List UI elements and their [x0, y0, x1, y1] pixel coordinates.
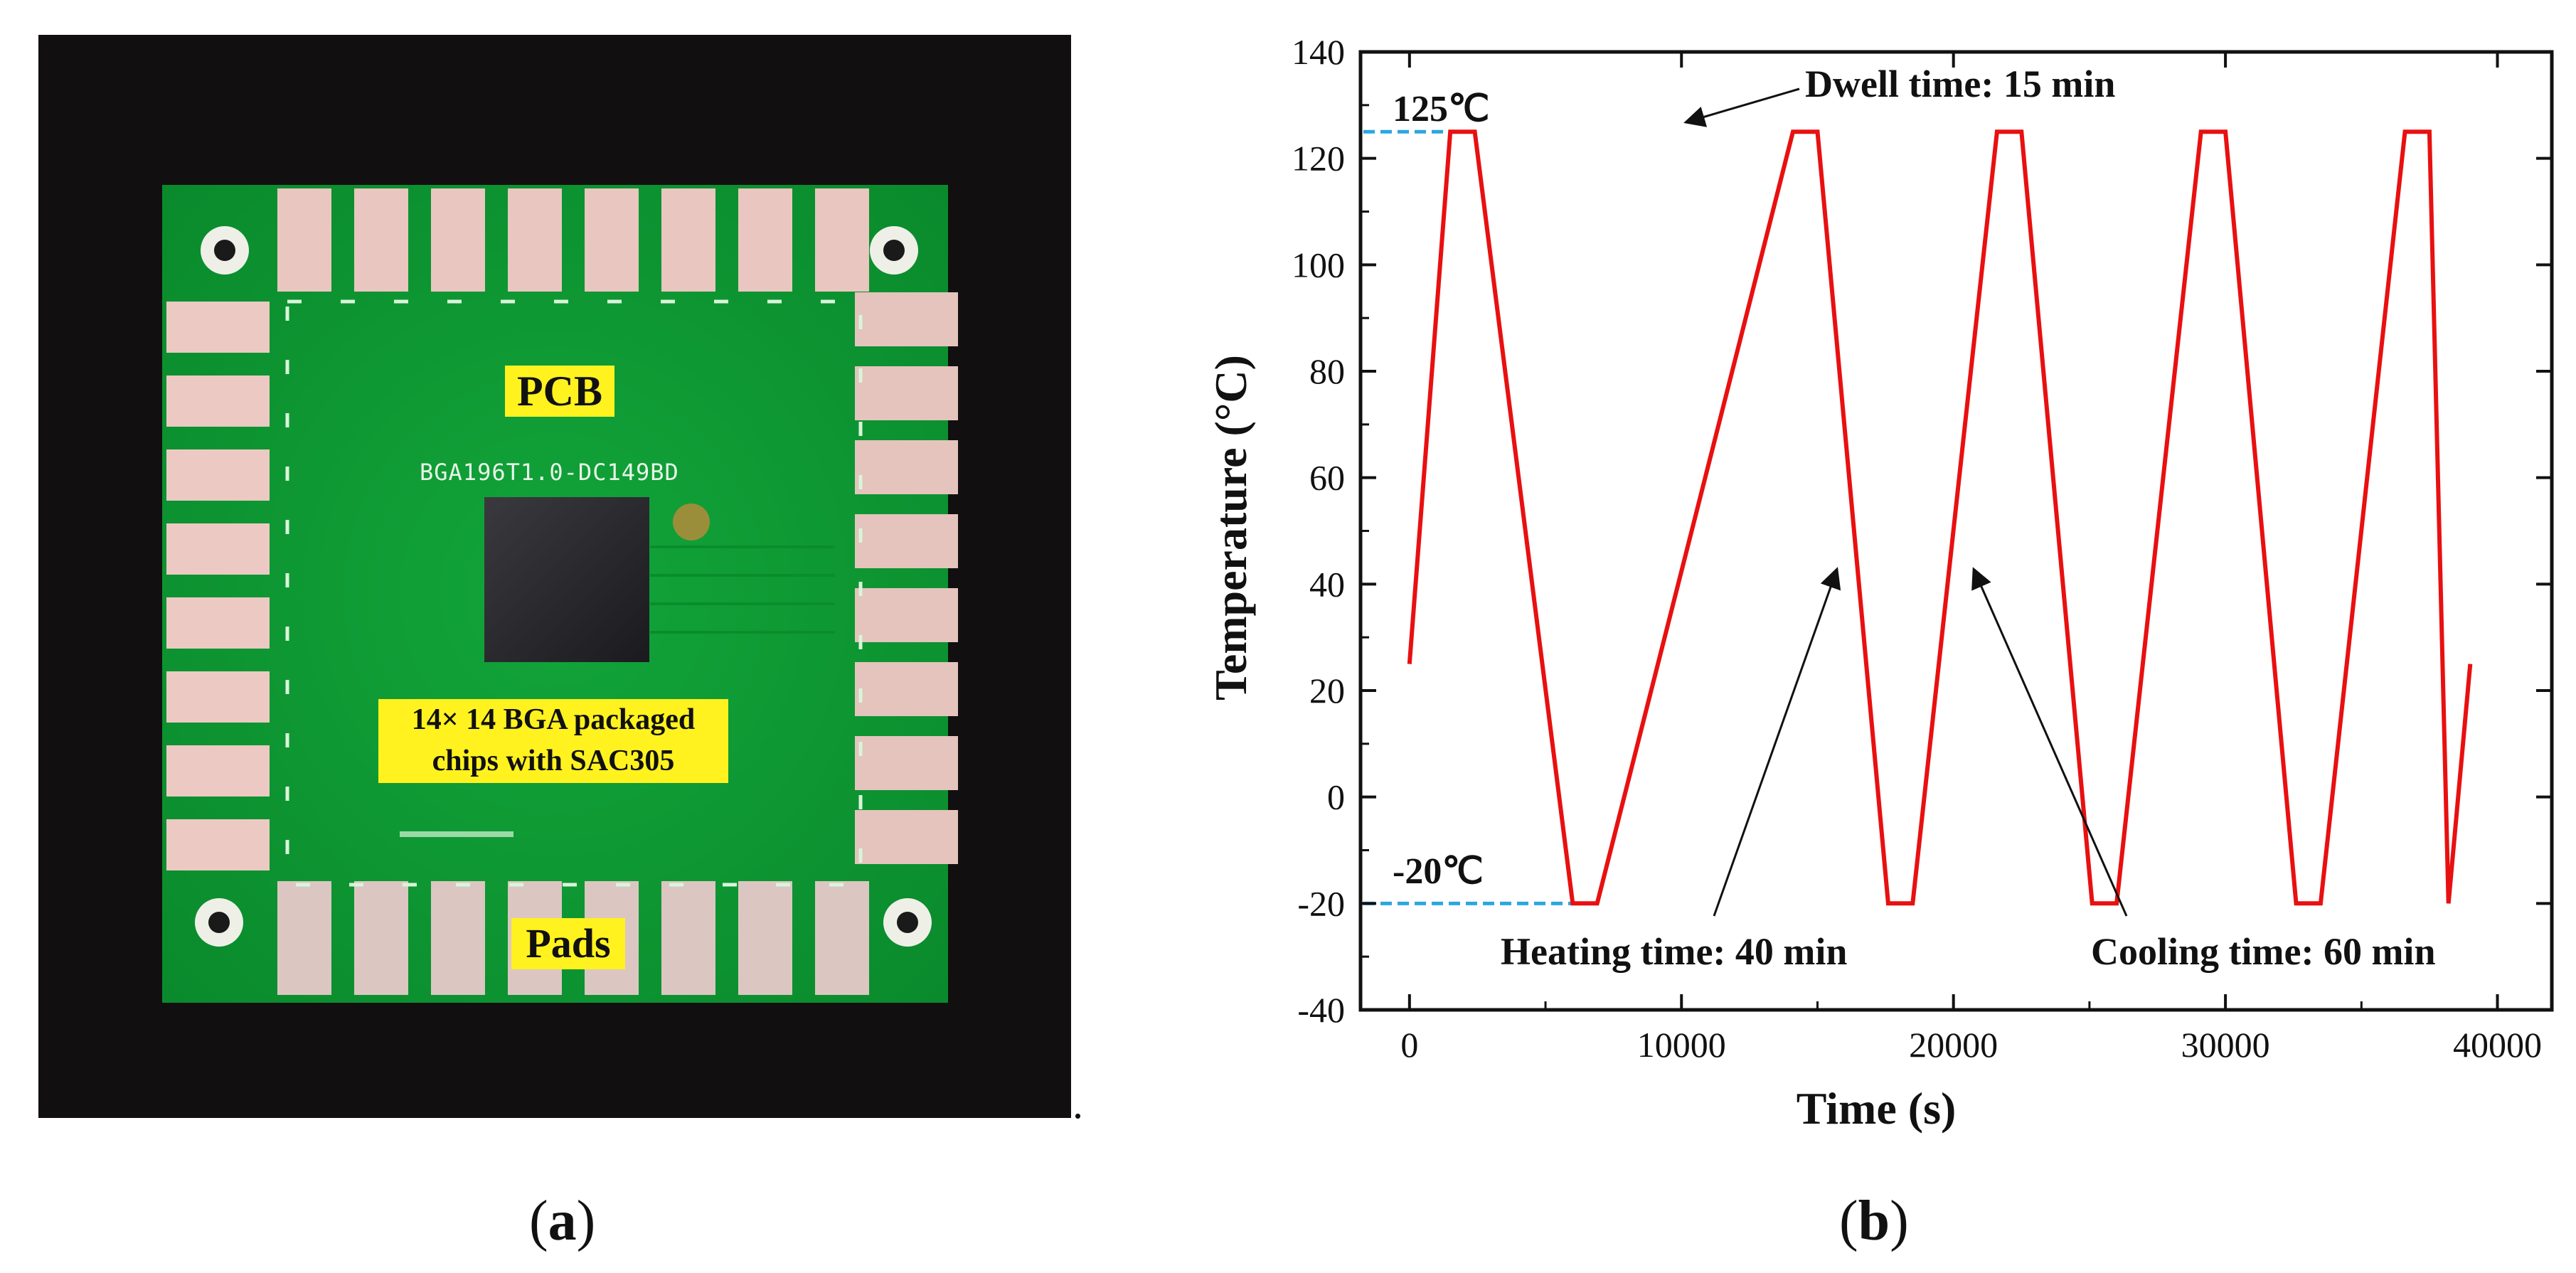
pcb-label: PCB — [505, 366, 614, 417]
annotation-heating-time: Heating time: 40 min — [1501, 930, 1847, 973]
reference-lines — [1363, 129, 1578, 905]
y-tick-label: 40 — [1309, 564, 1345, 604]
pad-left — [166, 745, 270, 797]
pads-top-row — [277, 188, 869, 292]
pad-top — [277, 188, 331, 292]
temperature-series-line — [1407, 129, 2473, 906]
pcb-traces — [650, 545, 835, 634]
silkscreen-outline — [285, 299, 863, 887]
cooling-arrow — [1971, 567, 2128, 917]
test-pad — [673, 504, 710, 540]
chip-label-line2: chips with SAC305 — [432, 745, 675, 777]
y-tick-label: 120 — [1292, 139, 1345, 179]
ref-label-125: 125℃ — [1393, 89, 1489, 129]
pad-left — [166, 671, 270, 723]
pad-right — [855, 366, 958, 420]
trailing-dot: . — [1073, 1080, 1083, 1127]
pad-right — [855, 810, 958, 864]
y-tick-label: 60 — [1309, 458, 1345, 498]
y-axis-ticks: -40 -20 0 20 40 60 80 100 120 140 — [1292, 32, 2552, 1030]
pad-left — [166, 449, 270, 501]
pad-left — [166, 597, 270, 649]
pad-top — [354, 188, 408, 292]
x-tick-label: 20000 — [1909, 1025, 1998, 1065]
pad-right — [855, 588, 958, 642]
chip-label: 14× 14 BGA packaged chips with SAC305 — [378, 699, 728, 783]
pad-right — [855, 662, 958, 716]
pad-left — [166, 523, 270, 575]
y-tick-label: 100 — [1292, 245, 1345, 284]
pads-label: Pads — [511, 918, 625, 969]
pads-left-column — [166, 302, 270, 870]
pad-top — [508, 188, 562, 292]
pcb-photo-panel: PCB BGA196T1.0-DC149BD 14× 14 BGA packag… — [38, 35, 1071, 1118]
x-axis-ticks: 0 10000 20000 30000 40000 — [1400, 52, 2542, 1065]
y-tick-label: 140 — [1292, 32, 1345, 72]
annotation-dwell-time: Dwell time: 15 min — [1805, 63, 2115, 105]
pad-left — [166, 819, 270, 870]
y-tick-label: 80 — [1309, 351, 1345, 391]
silkscreen-marking — [400, 831, 513, 837]
y-tick-label: -20 — [1297, 883, 1345, 923]
plot-frame — [1358, 50, 2554, 1012]
panel-label-a: (a) — [529, 1190, 596, 1252]
annotation-arrows — [1683, 87, 2128, 917]
pad-top — [738, 188, 792, 292]
pad-top — [815, 188, 869, 292]
pads-bottom-row — [277, 881, 869, 995]
pad-right — [855, 514, 958, 568]
y-axis-label: Temperature (°C) — [1205, 355, 1256, 701]
mounting-holes — [195, 226, 932, 947]
pad-bottom — [277, 881, 331, 995]
pcb-photo — [38, 35, 1071, 1118]
x-tick-label: 0 — [1400, 1025, 1418, 1065]
y-tick-label: 20 — [1309, 671, 1345, 710]
pad-bottom — [815, 881, 869, 995]
pad-bottom — [431, 881, 485, 995]
x-tick-label: 30000 — [2181, 1025, 2270, 1065]
pad-right — [855, 292, 958, 346]
pad-right — [855, 440, 958, 494]
pad-top — [431, 188, 485, 292]
board-marking: BGA196T1.0-DC149BD — [420, 459, 679, 486]
pad-bottom — [354, 881, 408, 995]
heating-arrow — [1713, 567, 1841, 917]
chip-label-line1: 14× 14 BGA packaged — [411, 703, 696, 736]
pads-right-column — [855, 292, 958, 864]
pad-bottom — [738, 881, 792, 995]
pad-bottom — [661, 881, 715, 995]
y-tick-label: -40 — [1297, 990, 1345, 1030]
pad-right — [855, 736, 958, 790]
pad-top — [661, 188, 715, 292]
pad-left — [166, 302, 270, 353]
x-axis-label: Time (s) — [1797, 1083, 1957, 1134]
pad-top — [585, 188, 639, 292]
x-tick-label: 40000 — [2453, 1025, 2542, 1065]
x-tick-label: 10000 — [1637, 1025, 1726, 1065]
annotation-cooling-time: Cooling time: 60 min — [2091, 930, 2435, 973]
pad-left — [166, 375, 270, 427]
y-tick-label: 0 — [1327, 777, 1345, 817]
panel-label-b: (b) — [1839, 1190, 1909, 1252]
dwell-arrow — [1683, 87, 1800, 127]
ref-label-minus20: -20℃ — [1393, 851, 1484, 892]
bga-chip — [484, 497, 649, 662]
